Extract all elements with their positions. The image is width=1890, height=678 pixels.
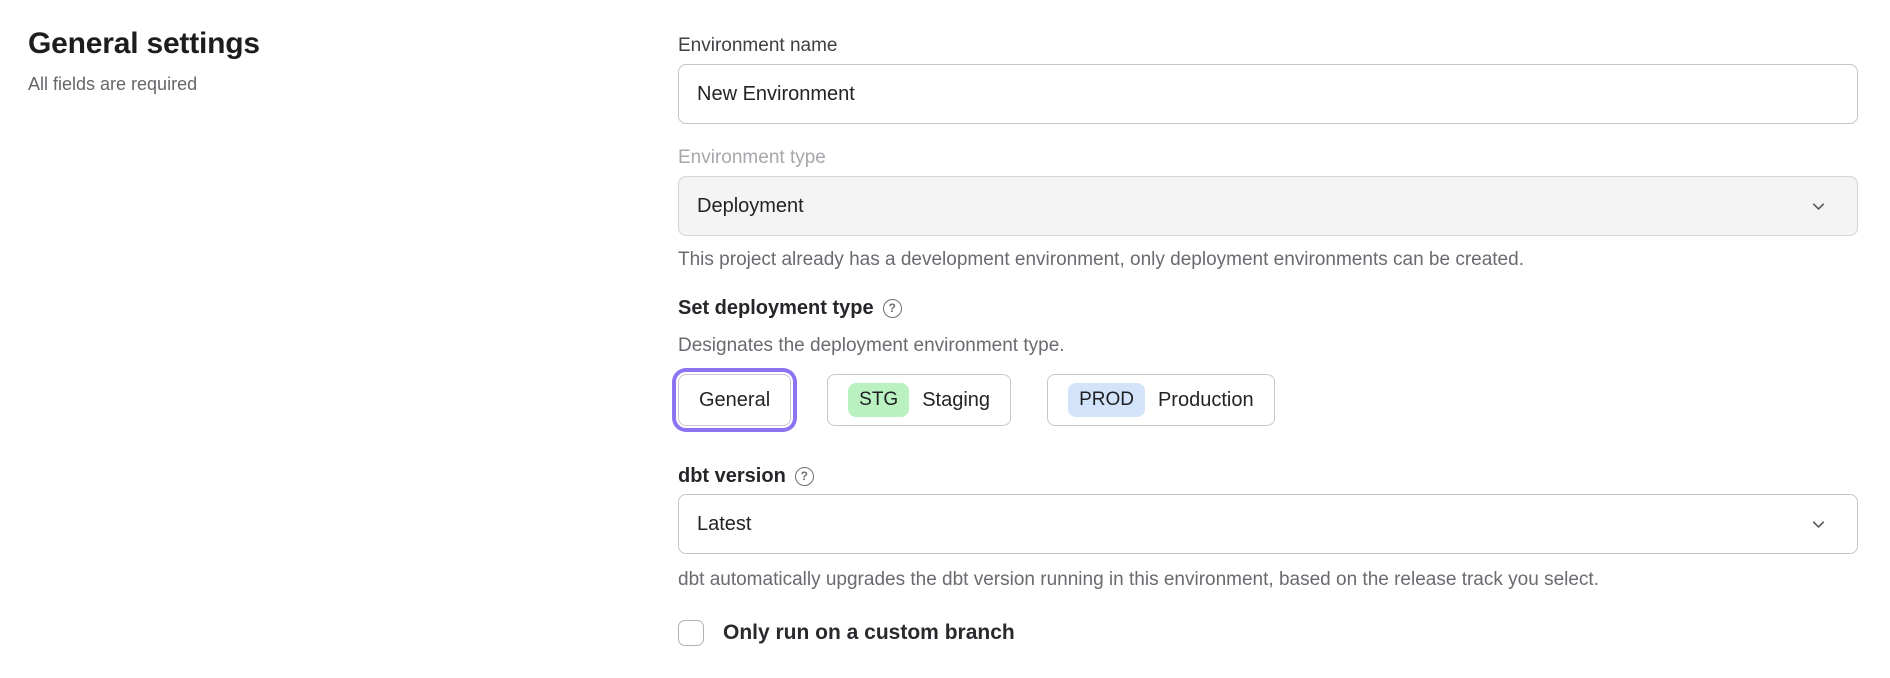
- deployment-type-heading: Set deployment type: [678, 297, 874, 319]
- deployment-type-staging-button[interactable]: STG Staging: [827, 374, 1012, 426]
- staging-badge: STG: [848, 383, 910, 417]
- deployment-type-description: Designates the deployment environment ty…: [678, 335, 1065, 356]
- environment-name-label: Environment name: [678, 35, 838, 56]
- deployment-type-options: General STG Staging PROD Production: [678, 370, 1858, 430]
- dbt-version-heading-row: dbt version ?: [678, 464, 1858, 488]
- page-title: General settings: [28, 27, 260, 60]
- custom-branch-label[interactable]: Only run on a custom branch: [723, 621, 1015, 644]
- environment-type-value: Deployment: [697, 194, 804, 217]
- environment-form: Environment name Environment type Deploy…: [678, 34, 1858, 646]
- settings-intro: General settings All fields are required: [28, 26, 588, 95]
- page-subtitle: All fields are required: [28, 74, 198, 94]
- environment-type-select: Deployment: [678, 176, 1858, 236]
- custom-branch-checkbox[interactable]: [678, 620, 704, 646]
- deployment-type-staging-label: Staging: [922, 388, 991, 411]
- custom-branch-row: Only run on a custom branch: [678, 620, 1858, 646]
- dbt-version-value: Latest: [697, 512, 752, 535]
- dbt-version-heading: dbt version: [678, 465, 786, 487]
- production-badge: PROD: [1068, 383, 1145, 417]
- deployment-type-general-button[interactable]: General: [678, 374, 792, 426]
- help-icon[interactable]: ?: [882, 298, 902, 318]
- environment-type-label: Environment type: [678, 147, 826, 168]
- deployment-type-production-button[interactable]: PROD Production: [1047, 374, 1275, 426]
- environment-type-helper: This project already has a development e…: [678, 249, 1524, 270]
- dbt-version-select[interactable]: Latest: [678, 494, 1858, 554]
- deployment-type-general-label: General: [699, 388, 771, 411]
- deployment-type-heading-row: Set deployment type ?: [678, 296, 1858, 320]
- dbt-version-helper: dbt automatically upgrades the dbt versi…: [678, 569, 1599, 590]
- help-icon[interactable]: ?: [794, 466, 814, 486]
- environment-name-input[interactable]: [678, 64, 1858, 124]
- chevron-down-icon: [1810, 516, 1827, 533]
- deployment-type-production-label: Production: [1157, 388, 1254, 411]
- chevron-down-icon: [1810, 198, 1827, 215]
